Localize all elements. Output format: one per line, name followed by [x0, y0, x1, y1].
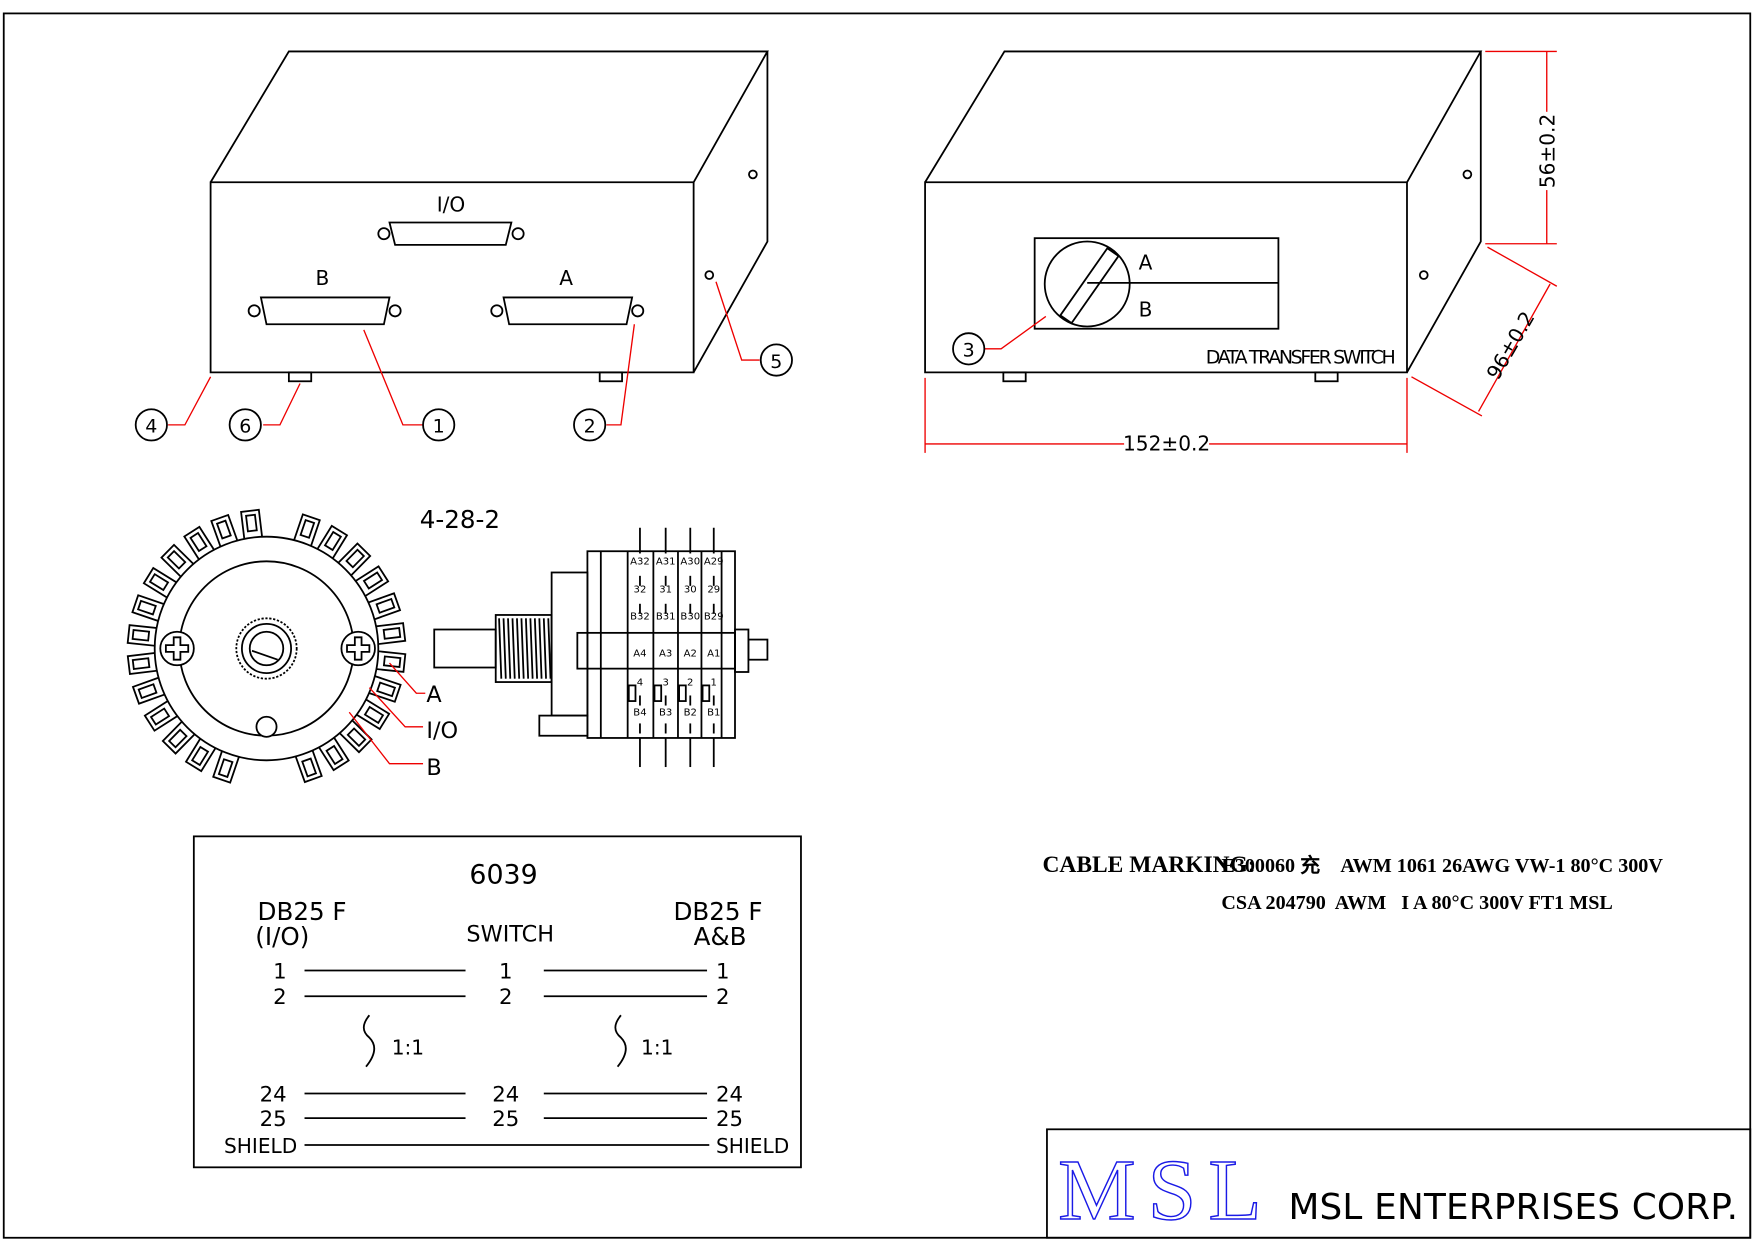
shield-right: SHIELD [716, 1134, 789, 1158]
switch-code: 4-28-2 [420, 505, 500, 534]
pin-number: 24 [492, 1082, 519, 1107]
pin-number: 24 [260, 1082, 287, 1107]
company-name: MSL ENTERPRISES CORP. [1288, 1187, 1737, 1228]
cable-marking: CABLE MARKING: E300060 充 AWM 1061 26AWG … [1042, 852, 1663, 914]
pin-number: 1 [716, 959, 730, 984]
switch-position-b: B [1139, 297, 1153, 321]
deck-contact-label: B2 [684, 708, 697, 719]
switch-header: SWITCH [466, 921, 554, 947]
callout-4: 4 [145, 416, 157, 438]
callout-2: 2 [584, 416, 596, 438]
db25-connector-b [247, 296, 402, 326]
deck-contact-label: B29 [704, 611, 724, 622]
pin-number: 25 [492, 1107, 519, 1132]
pin-number: 25 [716, 1107, 743, 1132]
screw-left-icon [159, 630, 195, 667]
pin-number: 2 [716, 985, 730, 1010]
pin-number: 1 [499, 959, 513, 984]
deck-contact-label: 4 [637, 677, 643, 688]
deck-contact-label: B32 [630, 611, 650, 622]
dim-width: 152±0.2 [1123, 432, 1210, 456]
deck-contact-label: A32 [630, 557, 650, 568]
rotary-label-io: I/O [426, 718, 458, 744]
cable-marking-line1: E300060 充 AWM 1061 26AWG VW-1 80°C 300V [1221, 853, 1663, 877]
deck-contact-label: B30 [680, 611, 700, 622]
deck-contact-label: A30 [680, 557, 700, 568]
deck-contact-label: 29 [707, 585, 720, 596]
deck-contact-label: A1 [707, 648, 720, 659]
pin-number: 2 [499, 985, 513, 1010]
selector-knob [1043, 240, 1131, 328]
deck-contact-label: 3 [662, 677, 668, 688]
deck-contact-label: 2 [687, 677, 693, 688]
connector-io-label: I/O [437, 192, 466, 216]
deck-contact-label: B4 [633, 708, 646, 719]
callout-5: 5 [770, 351, 782, 373]
dimension-lines [924, 50, 1558, 453]
callout-3: 3 [963, 340, 975, 362]
model-number: 6039 [469, 859, 537, 890]
msl-logo: MSL [1058, 1141, 1261, 1238]
deck-contact-label: 30 [684, 585, 697, 596]
deck-contact-label: B1 [707, 708, 720, 719]
rotary-label-a: A [426, 682, 442, 708]
deck-contact-label: A4 [633, 648, 646, 659]
title-block: MSL MSL ENTERPRISES CORP. [1046, 1128, 1752, 1239]
left-subheader: (I/O) [255, 922, 309, 951]
deck-contact-label: A31 [656, 557, 676, 568]
cable-marking-label: CABLE MARKING: [1042, 852, 1255, 878]
pin-number: 1 [273, 959, 287, 984]
callout-1: 1 [433, 416, 445, 438]
screw-right-icon [340, 630, 376, 667]
pin-number: 2 [273, 985, 287, 1010]
right-subheader: A&B [694, 922, 747, 951]
dim-depth: 96±0.2 [1482, 307, 1540, 383]
callouts: 1 2 4 5 6 [134, 343, 793, 442]
pin-number: 24 [716, 1082, 743, 1107]
right-header: DB25 F [674, 897, 763, 926]
switch-view: A B DATA TRANSFER SWITCH 3 56±0.2 152±0.… [924, 50, 1562, 457]
deck-contact-label: 1 [711, 677, 717, 688]
deck-contact-label: A3 [659, 648, 672, 659]
deck-contact-label: B3 [659, 708, 672, 719]
ratio-left: 1:1 [392, 1035, 424, 1059]
data-transfer-switch-label: DATA TRANSFER SWITCH [1206, 346, 1396, 368]
rotary-label-b: B [426, 755, 441, 781]
rotary-switch-front [126, 508, 407, 784]
shield-left: SHIELD [224, 1134, 297, 1158]
db25-connector-io [377, 221, 525, 246]
db25-connector-a [490, 296, 645, 326]
switch-position-a: A [1139, 250, 1153, 274]
cable-marking-line2: CSA 204790 AWM I A 80°C 300V FT1 MSL [1221, 892, 1612, 914]
solder-lug [373, 650, 407, 673]
connector-b-label: B [316, 266, 330, 290]
deck-contact-label: A29 [704, 557, 724, 568]
left-header: DB25 F [258, 897, 347, 926]
pin-number: 25 [260, 1107, 287, 1132]
drawing-border [2, 12, 1752, 1239]
deck-contact-label: 31 [659, 585, 672, 596]
dim-height: 56±0.2 [1536, 114, 1560, 188]
deck-contact-label: 32 [634, 585, 647, 596]
callout-6: 6 [239, 416, 251, 438]
deck-contact-label: B31 [656, 611, 676, 622]
deck-contact-label: A2 [684, 648, 697, 659]
solder-lug [126, 624, 160, 647]
connector-a-label: A [559, 266, 573, 290]
front-view: I/O B A 1 2 4 5 6 [134, 50, 793, 442]
ratio-right: 1:1 [641, 1035, 673, 1059]
